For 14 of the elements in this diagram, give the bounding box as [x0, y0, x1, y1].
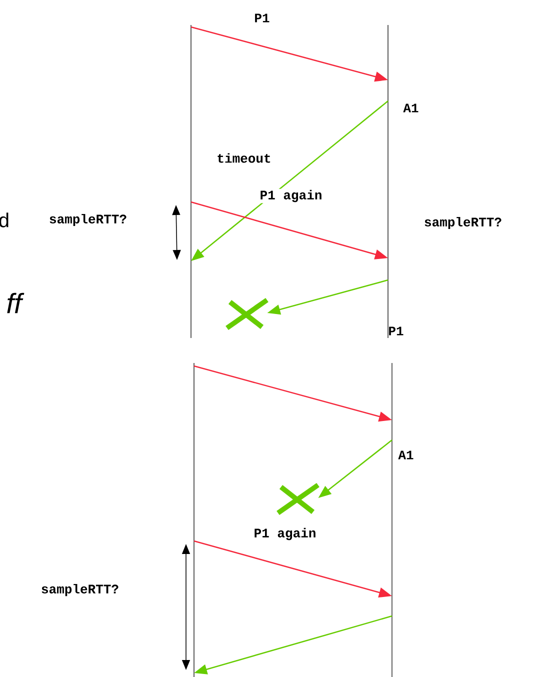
edge-label: A1	[397, 450, 415, 460]
cross-mark	[226, 298, 268, 330]
text-label: sampleRTT?	[42, 584, 118, 596]
text-label: P1	[389, 326, 404, 336]
text-label: timeout	[218, 153, 270, 163]
edge-label: A1	[402, 102, 420, 114]
text-label: sampleRTT?	[50, 214, 126, 226]
edge-label: P1	[253, 12, 271, 24]
edge-label: P1 again	[258, 188, 324, 204]
edge-label: P1 again	[252, 526, 318, 542]
text-label: sampleRTT?	[424, 216, 502, 230]
text-label: ff	[7, 292, 24, 314]
cross-mark	[276, 482, 320, 516]
timeline	[190, 24, 192, 338]
